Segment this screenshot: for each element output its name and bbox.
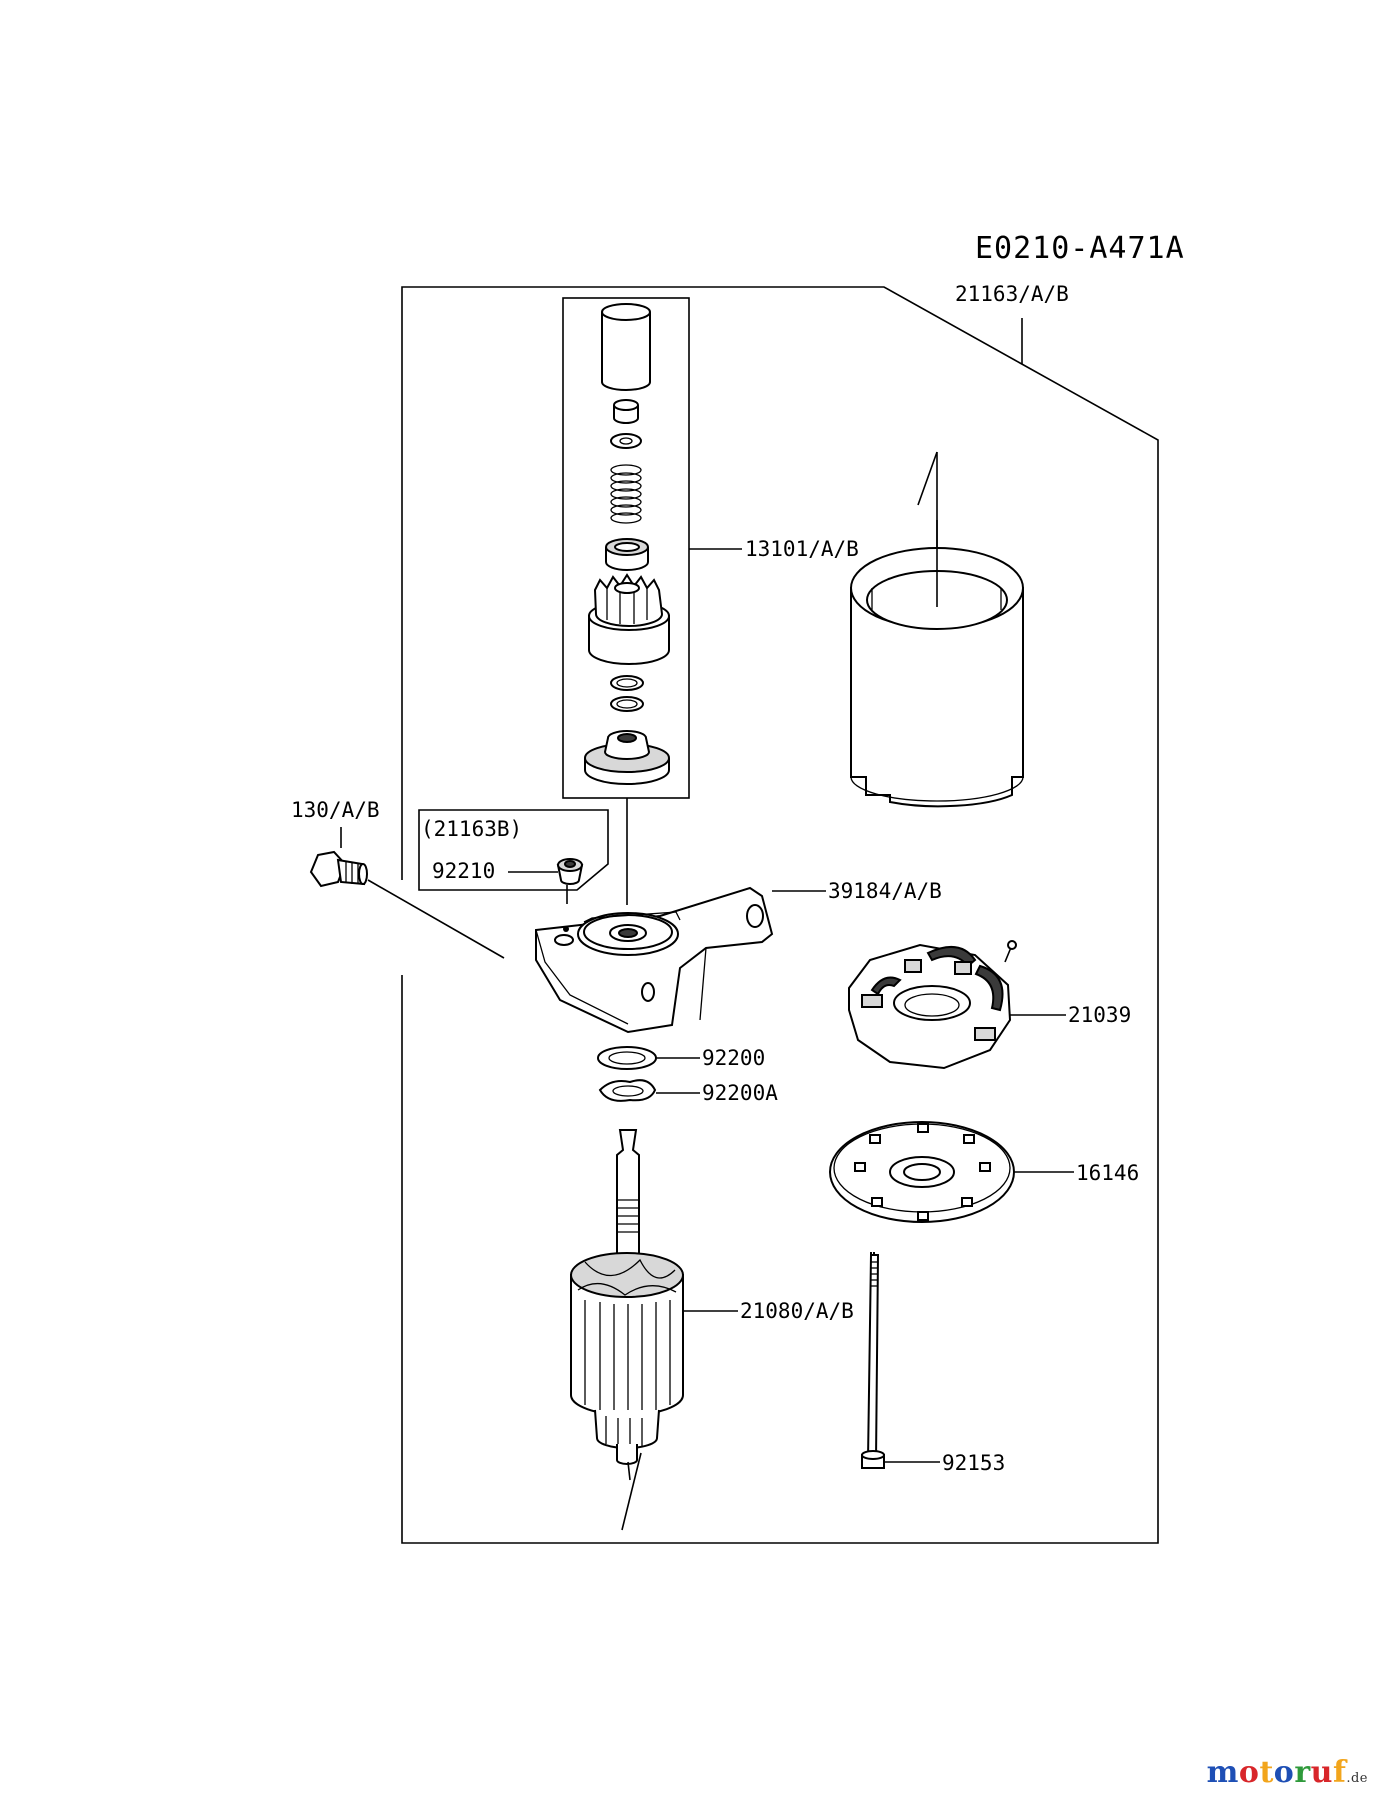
callout-housing: 21163/A/B [955,282,1069,306]
watermark-t: t [1259,1755,1274,1790]
callout-washer: 92200 [702,1046,765,1070]
watermark-u: u [1310,1755,1333,1790]
callout-through-bolt: 92153 [942,1451,1005,1475]
callout-brush-holder: 21039 [1068,1003,1131,1027]
flange-nut [556,858,584,885]
hex-bolt [309,850,368,888]
watermark-logo: motoruf.de [1207,1755,1368,1790]
wave-washer [598,1079,657,1102]
pinion-stack [584,303,670,785]
watermark-tld: .de [1346,1771,1368,1786]
mounting-bracket [535,886,774,1034]
callout-wave-washer: 92200A [702,1081,778,1105]
brush-holder [848,940,1017,1070]
watermark-f: f [1332,1755,1347,1790]
callout-bracket: 39184/A/B [828,879,942,903]
watermark-r: r [1294,1755,1311,1790]
assembly-frame [401,286,1159,1544]
end-plate [829,1121,1015,1223]
variant-note-box [418,809,609,891]
leader-bolt-to-bracket [367,879,505,959]
pinion-gear [588,573,670,665]
leader-to-frame-bottom [621,1452,642,1531]
watermark-m: m [1206,1755,1239,1790]
armature [570,1129,684,1465]
watermark-o2: o [1273,1755,1295,1790]
callout-bolt: 130/A/B [291,798,380,822]
spring [610,464,642,524]
axis-armature-tail [627,1461,631,1481]
callout-armature: 21080/A/B [740,1299,854,1323]
washer [597,1046,657,1070]
pinion-subassembly-box [562,297,690,799]
clutch-base [584,730,670,785]
callout-nut: 92210 [432,859,495,883]
through-bolt [861,1252,885,1469]
diagram-code: E0210-A471A [975,231,1185,266]
yoke-housing [850,451,1024,808]
callout-pinion-set: 13101/A/B [745,537,859,561]
watermark-o1: o [1238,1755,1260,1790]
callout-end-plate: 16146 [1076,1161,1139,1185]
pinion-cap [601,312,651,391]
callout-variant-note: (21163B) [421,817,522,841]
